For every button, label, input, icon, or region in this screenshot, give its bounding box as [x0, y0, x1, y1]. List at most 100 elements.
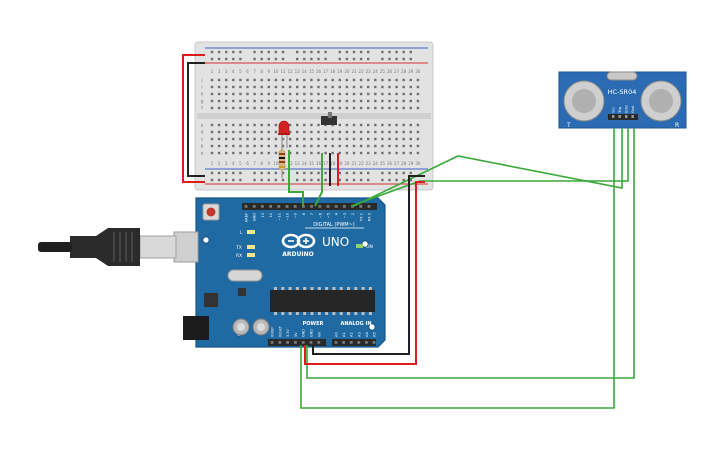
- chip-pin: [281, 287, 285, 290]
- column-number: 17: [323, 69, 329, 74]
- power-pin-hole[interactable]: [294, 341, 297, 344]
- digital-pin-hole[interactable]: [351, 205, 354, 208]
- wire-5v-to-rail[interactable]: [304, 181, 425, 365]
- wire-rail-bridge-black[interactable]: [187, 62, 205, 177]
- power-pin-hole[interactable]: [286, 341, 289, 344]
- column-number: 12: [288, 161, 294, 166]
- usb-plug-sleeve: [139, 235, 177, 259]
- breadboard-hole: [317, 144, 320, 148]
- breadboard-hole: [246, 99, 249, 103]
- dc-power-jack[interactable]: [183, 316, 209, 340]
- breadboard-hole: [281, 78, 285, 82]
- sensor-pin[interactable]: [625, 115, 628, 118]
- analog-pin-hole[interactable]: [372, 341, 376, 344]
- l-led-label: L: [240, 230, 243, 236]
- breadboard-hole: [395, 123, 398, 127]
- digital-pin-hole[interactable]: [293, 205, 297, 208]
- digital-pin-hole[interactable]: [310, 205, 313, 208]
- sensor-pin[interactable]: [631, 115, 634, 118]
- digital-pin-hole[interactable]: [302, 205, 305, 208]
- breadboard-hole: [303, 92, 306, 96]
- digital-pin-hole[interactable]: [269, 205, 272, 208]
- digital-pin-hole[interactable]: [343, 205, 346, 208]
- power-pin-hole[interactable]: [301, 341, 305, 344]
- sensor-pin[interactable]: [618, 115, 621, 118]
- digital-pin-hole[interactable]: [334, 205, 338, 208]
- crystal-oscillator: [227, 269, 263, 282]
- row-letter: c: [201, 138, 204, 143]
- digital-pin-hole[interactable]: [318, 205, 322, 208]
- chip-pin: [368, 287, 372, 290]
- wire-echo[interactable]: [350, 128, 629, 207]
- breadboard-hole: [310, 85, 313, 89]
- wire-gnd-to-rail[interactable]: [312, 175, 425, 355]
- breadboard-hole: [416, 106, 420, 110]
- breadboard-hole: [374, 123, 377, 127]
- power-pin-hole[interactable]: [270, 341, 274, 344]
- analog-header: [332, 339, 376, 346]
- analog-pin-hole[interactable]: [334, 341, 338, 344]
- red-led[interactable]: [278, 120, 290, 148]
- digital-pin-hole[interactable]: [285, 205, 289, 208]
- wire-switch-to-pin[interactable]: [314, 153, 323, 207]
- wire-trig[interactable]: [353, 128, 623, 207]
- wire-sensor-vcc[interactable]: [300, 128, 615, 409]
- digital-pin-hole[interactable]: [367, 205, 371, 208]
- column-number: 13: [295, 69, 301, 74]
- analog-pin-hole[interactable]: [349, 341, 353, 344]
- breadboard-hole: [281, 99, 285, 103]
- transmitter-mesh: [572, 89, 596, 113]
- analog-pin-hole[interactable]: [342, 341, 345, 344]
- digital-pin-hole[interactable]: [252, 205, 256, 208]
- breadboard-hole: [310, 144, 313, 148]
- digital-pin-hole[interactable]: [326, 205, 330, 208]
- rail-hole: [274, 57, 278, 61]
- digital-pin-hole[interactable]: [261, 205, 264, 208]
- breadboard-hole: [402, 99, 405, 103]
- breadboard-hole: [409, 99, 412, 103]
- breadboard-hole: [239, 78, 242, 82]
- sensor-pin[interactable]: [612, 115, 615, 118]
- breadboard[interactable]: 1122334455667788991010111112121313141415…: [194, 41, 434, 191]
- power-pin-hole[interactable]: [317, 341, 321, 344]
- resistor-band-3: [279, 161, 285, 163]
- rail-hole: [210, 50, 214, 54]
- rail-hole: [409, 57, 412, 61]
- breadboard-hole: [288, 151, 292, 155]
- breadboard-hole: [359, 106, 363, 110]
- resistor[interactable]: [278, 146, 286, 178]
- analog-pin-hole[interactable]: [357, 341, 361, 344]
- usb-cable[interactable]: [38, 228, 199, 266]
- rail-hole: [274, 178, 278, 182]
- breadboard-hole: [246, 78, 249, 82]
- breadboard-hole: [331, 99, 334, 103]
- analog-pin-hole[interactable]: [365, 341, 368, 344]
- power-pin-hole[interactable]: [309, 341, 313, 344]
- wire-sensor-gnd[interactable]: [306, 128, 635, 379]
- rail-hole: [367, 171, 370, 175]
- power-pin-hole[interactable]: [278, 341, 282, 344]
- wire-rail-bridge-red[interactable]: [182, 54, 205, 183]
- slide-switch[interactable]: [321, 112, 337, 125]
- digital-pin-hole[interactable]: [359, 205, 363, 208]
- breadboard-hole: [416, 78, 420, 82]
- analog-pin-label: A0: [335, 332, 339, 337]
- breadboard-hole: [225, 78, 228, 82]
- digital-pin-hole[interactable]: [244, 205, 248, 208]
- breadboard-hole: [267, 92, 270, 96]
- breadboard-hole: [267, 106, 270, 110]
- rail-hole: [317, 57, 320, 61]
- receiver-mesh: [649, 89, 673, 113]
- breadboard-hole: [303, 130, 306, 134]
- breadboard-hole: [352, 144, 356, 148]
- breadboard-hole: [239, 92, 242, 96]
- breadboard-hole: [317, 99, 320, 103]
- digital-pin-hole[interactable]: [277, 205, 281, 208]
- wire-led-to-pin[interactable]: [288, 150, 304, 206]
- rail-hole: [267, 171, 270, 175]
- breadboard-hole: [338, 85, 341, 89]
- usb-cable-wire: [38, 242, 72, 252]
- arduino-logo-icon: [281, 233, 316, 249]
